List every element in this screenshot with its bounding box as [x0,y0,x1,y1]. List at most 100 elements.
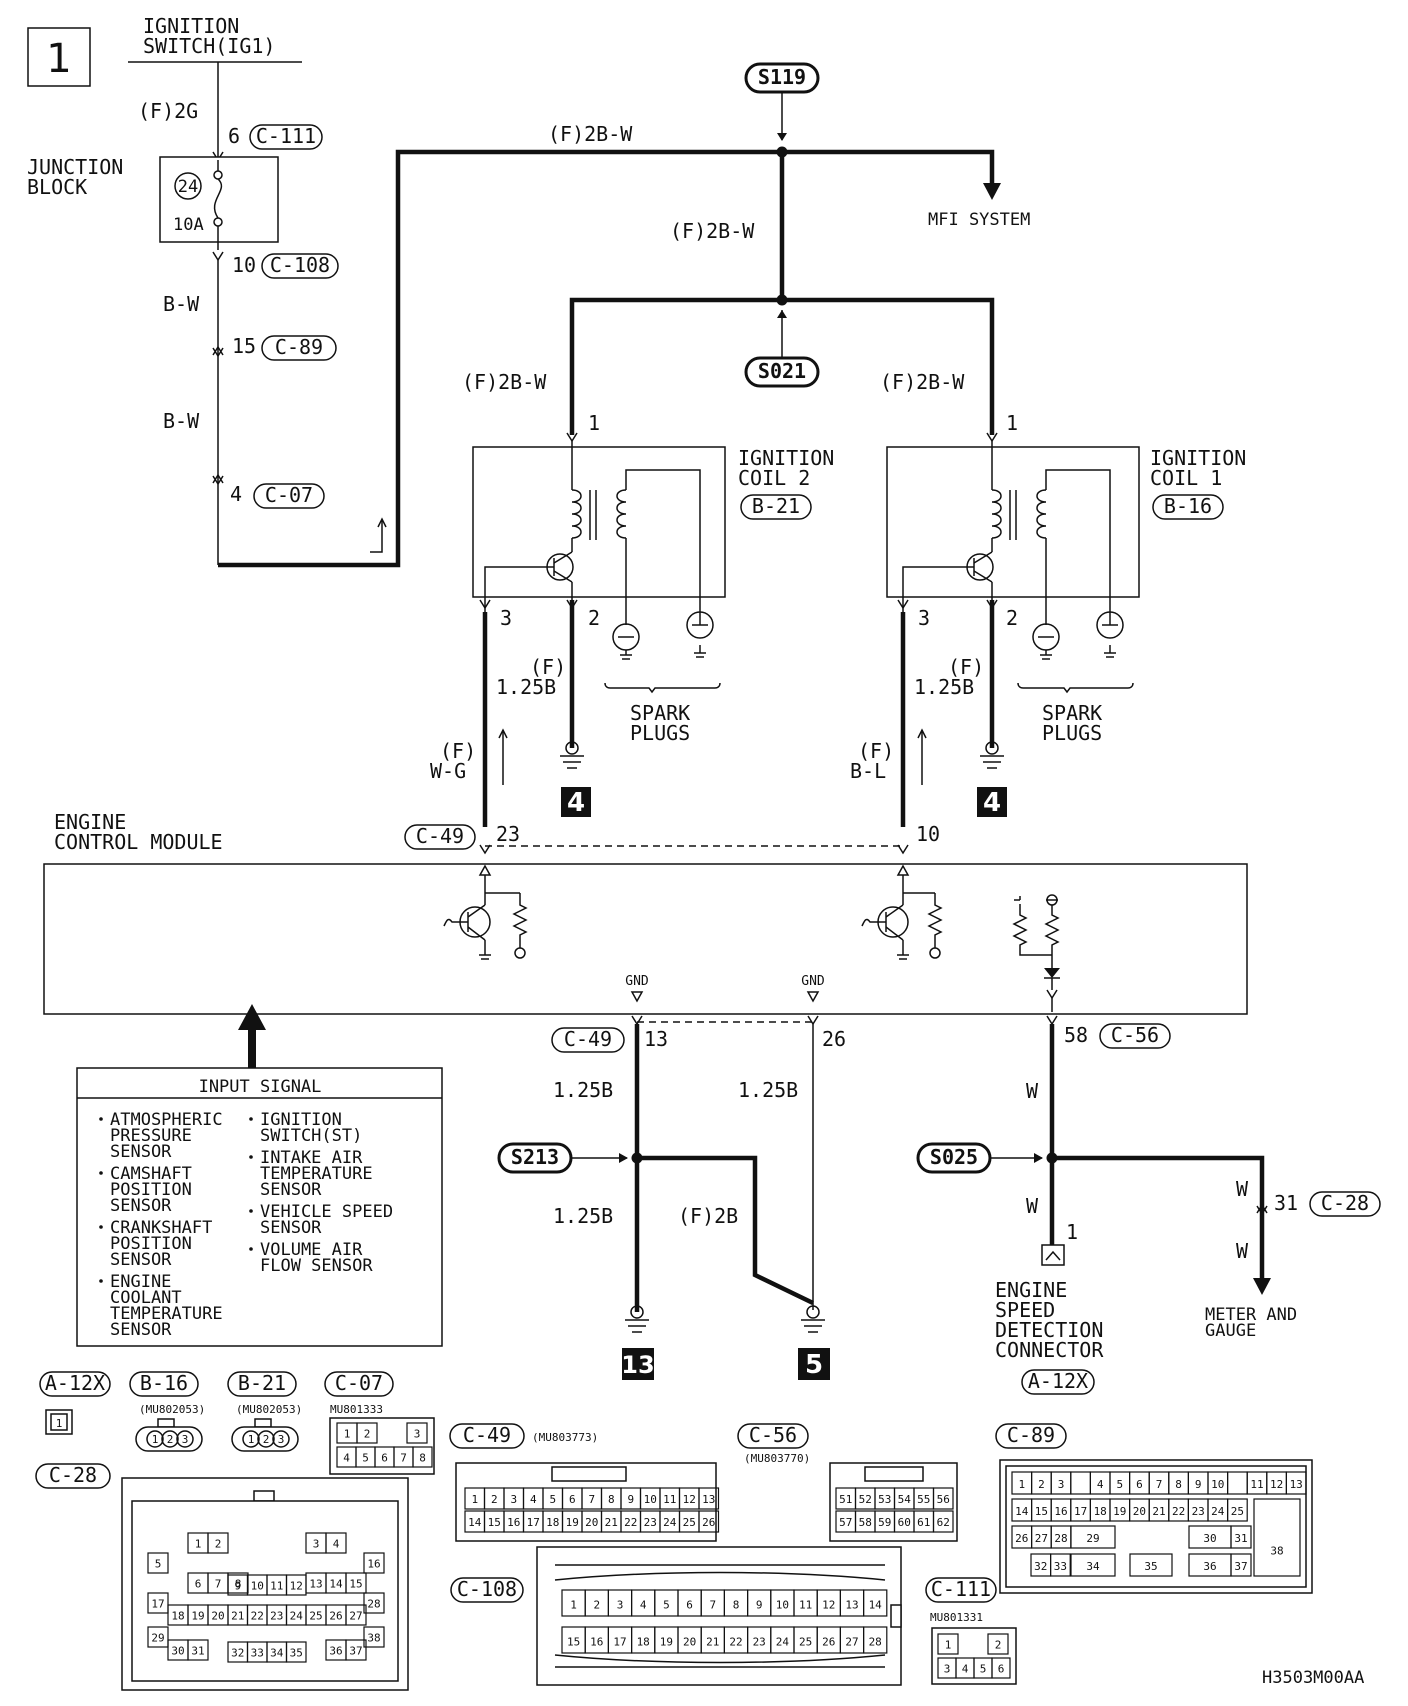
legend-c56-tag [737,1423,809,1449]
svg-text:8: 8 [235,1577,242,1590]
svg-text:28: 28 [869,1636,882,1649]
connector-c56-tag [1099,1023,1171,1049]
svg-text:25: 25 [309,1609,322,1622]
svg-text:1: 1 [1018,1478,1025,1491]
svg-text:35: 35 [1144,1560,1157,1573]
svg-text:28: 28 [367,1597,380,1610]
svg-text:26: 26 [1015,1532,1028,1545]
legend-b21-tag [227,1371,297,1397]
connector-c89-label: C-89 [275,335,323,359]
svg-text:6: 6 [1136,1478,1143,1491]
svg-text:4: 4 [1097,1478,1104,1491]
legend-c07-face [329,1417,435,1475]
wire-bw-1: B-W [163,292,200,316]
connector-c49-top-label: C-49 [416,824,464,848]
ecm-pin-26: 26 [822,1027,846,1051]
fuse-number: 24 [178,177,198,197]
svg-text:16: 16 [507,1516,520,1529]
svg-text:6: 6 [686,1599,693,1612]
coil2-pin-2: 2 [588,606,600,630]
legend-c28-label: C-28 [49,1463,97,1487]
svg-text:6: 6 [569,1493,576,1506]
mfi-system: MFI SYSTEM [928,210,1030,230]
svg-text:4: 4 [983,788,1001,818]
svg-text:29: 29 [1086,1532,1099,1545]
legend-b16-partno: (MU802053) [139,1403,205,1416]
connector-c111-label: C-111 [256,124,316,148]
connector-a12x-label-2: A-12X [1028,1369,1088,1393]
svg-text:23: 23 [1192,1505,1205,1518]
wire-w-4: W [1236,1239,1249,1263]
svg-text:2: 2 [593,1599,600,1612]
ignition-coil-1 [886,446,1140,598]
splice-s021-label: S021 [758,359,806,383]
svg-text:3: 3 [617,1599,624,1612]
legend-b21-label: B-21 [238,1371,286,1395]
legend-c56-label: C-56 [749,1423,797,1447]
legend-a12x-tag [39,1371,111,1397]
svg-text:11: 11 [1250,1478,1263,1491]
wire-w-1: W [1026,1079,1039,1103]
splice-s025-label: S025 [930,1145,978,1169]
connector-b21-tag [740,494,812,520]
connector-c49-top-tag [404,824,476,850]
svg-text:20: 20 [683,1636,696,1649]
svg-text:20: 20 [211,1609,224,1622]
page-number: 1 [46,36,71,82]
svg-text:26: 26 [329,1609,342,1622]
svg-text:23: 23 [644,1516,657,1529]
svg-text:6: 6 [998,1662,1005,1675]
svg-text:37: 37 [349,1644,362,1657]
wire-f-bl: (F)B-L [850,739,894,783]
svg-text:17: 17 [151,1597,164,1610]
input-signal-box [76,1067,443,1347]
pin-4: 4 [230,482,242,506]
svg-text:33: 33 [1054,1560,1067,1573]
svg-text:13: 13 [702,1493,715,1506]
svg-text:23: 23 [753,1636,766,1649]
connector-c108-tag [261,253,339,279]
svg-text:21: 21 [605,1516,618,1529]
legend-c28-tag [35,1463,111,1489]
svg-text:34: 34 [1086,1560,1100,1573]
legend-c28-face [131,1500,399,1682]
splice-s213-label: S213 [511,1145,559,1169]
wire-f-2bw-top: (F)2B-W [548,122,633,146]
connector-c49-bottom-tag [551,1027,625,1053]
svg-text:57: 57 [839,1516,852,1529]
coil1-ground-wire: (F)1.25B [914,655,984,699]
svg-text:5: 5 [980,1662,987,1675]
legend-b21-face [231,1426,299,1452]
coil2-pin-1: 1 [588,411,600,435]
svg-text:4: 4 [640,1599,647,1612]
svg-text:21: 21 [231,1609,244,1622]
ground-ref-4-coil1 [977,787,1007,817]
svg-text:27: 27 [845,1636,858,1649]
svg-text:16: 16 [1054,1505,1067,1518]
footer-code: H3503M00AA [1262,1668,1364,1688]
svg-text:1: 1 [471,1493,478,1506]
svg-text:3: 3 [1058,1478,1065,1491]
svg-text:10: 10 [776,1599,789,1612]
svg-text:1: 1 [945,1638,952,1651]
svg-text:23: 23 [270,1609,283,1622]
svg-text:2: 2 [215,1537,222,1550]
svg-text:1: 1 [570,1599,577,1612]
svg-text:29: 29 [151,1631,164,1644]
legend-c49-tag [449,1423,525,1449]
svg-text:9: 9 [1195,1478,1202,1491]
wire-w-2: W [1026,1194,1039,1218]
wire-125b-1: 1.25B [553,1078,613,1102]
svg-text:2: 2 [364,1427,371,1440]
coil1-pin-1: 1 [1006,411,1018,435]
svg-text:9: 9 [627,1493,634,1506]
svg-text:9: 9 [756,1599,763,1612]
svg-text:3: 3 [510,1493,517,1506]
